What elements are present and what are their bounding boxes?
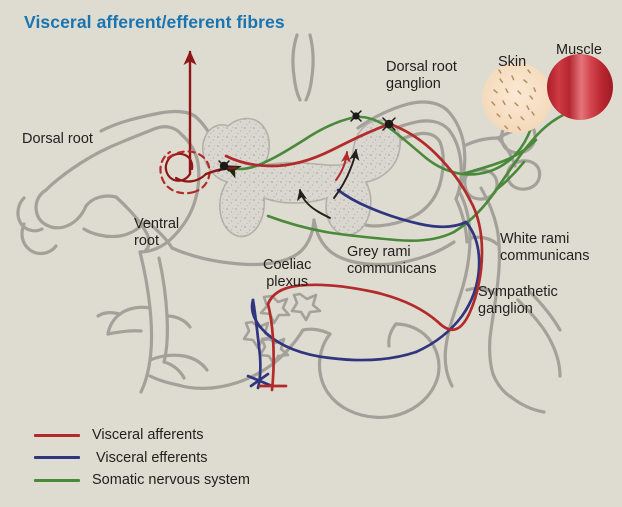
legend-swatch-somatic-nervous-system (34, 478, 80, 482)
legend-item-visceral-afferents: Visceral afferents (34, 424, 250, 447)
blue-chain-descend (414, 220, 481, 354)
visceral-afferent-pathway-red (224, 122, 484, 392)
legend-label-somatic-nervous-system: Somatic nervous system (92, 472, 250, 489)
label-grey-rami-communicans: Grey rami communicans (347, 244, 437, 278)
label-white-rami-communicans: White rami communicans (500, 231, 590, 265)
label-muscle: Muscle (556, 42, 602, 58)
red-viscus-terminal (266, 302, 276, 392)
legend-label-visceral-afferents: Visceral afferents (92, 427, 204, 444)
legend-swatch-visceral-efferents (34, 456, 80, 460)
blue-terminal-crossbar2 (249, 372, 270, 388)
label-sympathetic-ganglion: Sympathetic ganglion (478, 284, 558, 318)
label-dorsal-root: Dorsal root (22, 131, 93, 147)
red-rami-to-drg (388, 122, 472, 202)
visceral-efferent-pathway-blue (246, 188, 481, 390)
label-coeliac-plexus: Coeliac plexus (263, 257, 312, 291)
legend-item-visceral-efferents: Visceral efferents (34, 447, 250, 470)
green-drg-to-cord (224, 115, 358, 179)
ganglion-cell-spikes (218, 110, 396, 172)
muscle-belly (547, 54, 613, 120)
red-coeliac-to-chain (266, 283, 440, 324)
ascending-tract-arrow (159, 50, 238, 195)
legend: Visceral afferents Visceral efferents So… (34, 424, 250, 492)
interneuron-arrows (296, 148, 360, 219)
legend-swatch-visceral-afferents (34, 433, 80, 437)
vertebra-outline (16, 33, 562, 419)
spinal-cord-grey-matter (202, 117, 401, 238)
green-cord-to-chain (266, 214, 456, 243)
label-dorsal-root-ganglion: Dorsal root ganglion (386, 59, 457, 93)
red-drg-to-dorsal-horn (224, 122, 392, 168)
red-synapse-arrow (335, 151, 351, 181)
blue-cord-to-chain (336, 188, 468, 229)
skin-patch (482, 63, 552, 133)
legend-label-visceral-efferents: Visceral efferents (96, 449, 208, 466)
legend-item-somatic-nervous-system: Somatic nervous system (34, 469, 250, 492)
label-ventral-root: Ventral root (134, 216, 180, 250)
figure-title: Visceral afferent/efferent fibres (24, 12, 285, 32)
label-skin: Skin (498, 54, 527, 70)
red-chain-ascend (436, 198, 484, 332)
